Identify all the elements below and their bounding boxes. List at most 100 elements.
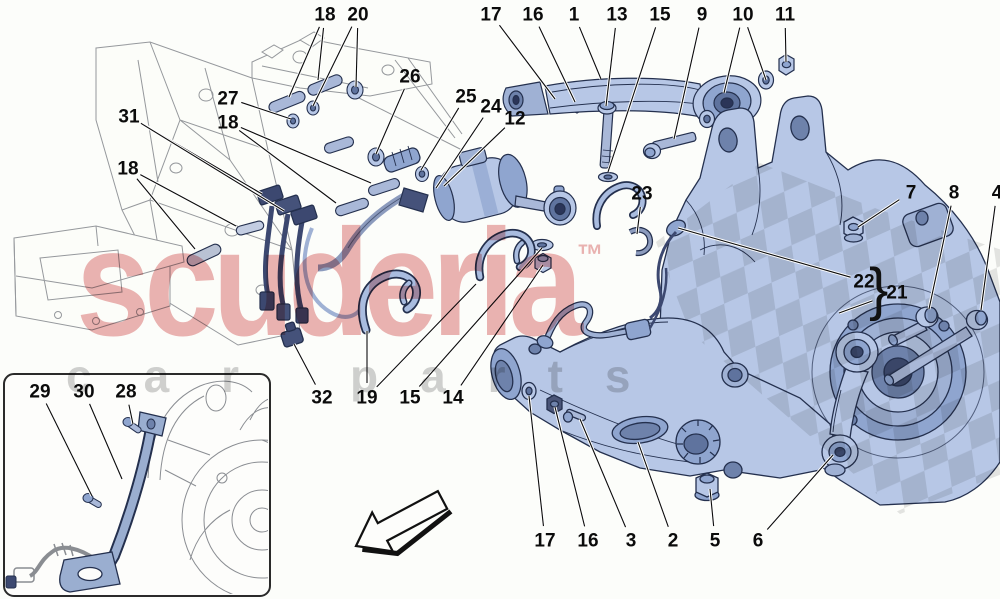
part-callout-21: 21 bbox=[838, 283, 908, 315]
inset-sensor-cable bbox=[5, 542, 98, 589]
part-number-label: 18 bbox=[314, 5, 335, 26]
part-number-label: 19 bbox=[356, 388, 377, 409]
part-number-label: 5 bbox=[710, 531, 721, 552]
subframe-wireframe bbox=[13, 31, 463, 346]
nut-14 bbox=[534, 252, 552, 274]
leader-line bbox=[673, 27, 700, 140]
actuator-group bbox=[256, 145, 577, 324]
part-callout-25: 25 bbox=[419, 87, 477, 171]
part-number-label: 6 bbox=[753, 531, 764, 552]
part-number-label: 10 bbox=[732, 5, 753, 26]
part-callout-32: 32 bbox=[292, 343, 333, 409]
leader-line bbox=[293, 343, 316, 385]
part-number-label: 1 bbox=[569, 5, 580, 26]
leader-line bbox=[838, 300, 873, 314]
part-callout-2: 2 bbox=[636, 441, 679, 552]
mounting-pins-group bbox=[186, 74, 430, 267]
leader-line bbox=[435, 117, 484, 189]
part-callout-8: 8 bbox=[927, 183, 959, 310]
part-callout-16: 16 bbox=[522, 5, 577, 103]
leader-line bbox=[766, 454, 834, 530]
leader-line bbox=[709, 488, 715, 527]
part-number-label: 17 bbox=[534, 531, 555, 552]
bracket-30 bbox=[59, 411, 167, 593]
part-number-label: 26 bbox=[399, 67, 420, 88]
part-callout-18: 18 bbox=[287, 5, 336, 98]
part-callout-3: 3 bbox=[578, 418, 636, 552]
leader-line bbox=[317, 27, 325, 81]
leader-line bbox=[355, 27, 359, 88]
part-callout-29: 29 bbox=[29, 382, 94, 497]
part-number-label: 17 bbox=[480, 5, 501, 26]
part-callout-6: 6 bbox=[753, 454, 835, 552]
leader-line bbox=[784, 27, 787, 63]
direction-arrow-icon bbox=[354, 489, 453, 557]
part-number-label: 22 bbox=[853, 272, 874, 293]
part-number-label: 15 bbox=[649, 5, 671, 26]
leader-line bbox=[460, 264, 544, 386]
part-number-label: 16 bbox=[577, 531, 598, 552]
part-number-label: 15 bbox=[399, 388, 421, 409]
part-callout-30: 30 bbox=[73, 382, 124, 480]
part-number-label: 24 bbox=[480, 97, 502, 118]
coupler-24 bbox=[383, 147, 421, 173]
part-callout-18: 18 bbox=[217, 113, 372, 205]
leader-line bbox=[538, 26, 576, 103]
part-callout-17: 17 bbox=[527, 395, 556, 552]
part-callout-7: 7 bbox=[857, 183, 917, 229]
leader-line bbox=[376, 283, 477, 388]
leader-line bbox=[528, 395, 545, 527]
part-callout-17: 17 bbox=[480, 5, 557, 100]
leader-line bbox=[498, 24, 556, 100]
upper-camber-link-group bbox=[502, 53, 795, 183]
part-number-label: 7 bbox=[906, 183, 917, 204]
leader-line bbox=[723, 27, 741, 94]
brake-hose bbox=[528, 267, 668, 355]
part-callout-4: 4 bbox=[979, 183, 1000, 311]
motor-12 bbox=[433, 147, 528, 223]
part-number-label: 13 bbox=[606, 5, 627, 26]
fork-clip-2 bbox=[474, 228, 536, 282]
bolt-13 bbox=[597, 100, 619, 183]
part-callout-23: 23 bbox=[631, 184, 653, 235]
leader-line bbox=[238, 129, 337, 204]
part-callout-31: 31 bbox=[118, 107, 285, 213]
leader-line bbox=[928, 205, 952, 310]
part-callout-9: 9 bbox=[672, 5, 708, 140]
washers-group bbox=[286, 80, 430, 183]
bolt-3 bbox=[562, 408, 587, 423]
part-callout-1: 1 bbox=[569, 5, 603, 80]
part-number-label: 30 bbox=[73, 382, 94, 403]
leader-line bbox=[241, 101, 292, 120]
leader-line bbox=[312, 26, 353, 107]
leader-line bbox=[140, 174, 237, 227]
leader-line bbox=[579, 418, 627, 528]
leader-line bbox=[418, 247, 543, 387]
leader-line bbox=[605, 27, 616, 107]
leader-line bbox=[45, 403, 93, 497]
part-number-label: 11 bbox=[775, 5, 796, 26]
inset-detail-box bbox=[3, 373, 271, 597]
group-brace: } bbox=[869, 257, 888, 322]
part-callout-5: 5 bbox=[708, 488, 721, 552]
leader-line bbox=[636, 206, 641, 235]
part-number-label: 9 bbox=[697, 5, 708, 26]
part-callout-11: 11 bbox=[775, 5, 796, 63]
part-number-label: 18 bbox=[117, 159, 138, 180]
nut-5 bbox=[694, 472, 720, 502]
part-number-label: 16 bbox=[522, 5, 543, 26]
part-number-label: 32 bbox=[311, 388, 332, 409]
leader-line bbox=[607, 27, 657, 173]
elbow-fitting bbox=[398, 187, 429, 213]
leader-line bbox=[554, 406, 586, 527]
part-callout-20: 20 bbox=[311, 5, 369, 107]
part-callout-16: 16 bbox=[553, 406, 599, 552]
ribbed-boss bbox=[675, 419, 721, 465]
leader-line bbox=[980, 205, 996, 311]
part-callout-27: 27 bbox=[217, 89, 292, 121]
leader-line bbox=[677, 227, 851, 278]
leader-line bbox=[288, 26, 320, 98]
part-number-label: 2 bbox=[668, 531, 679, 552]
part-number-label: 31 bbox=[118, 107, 140, 128]
